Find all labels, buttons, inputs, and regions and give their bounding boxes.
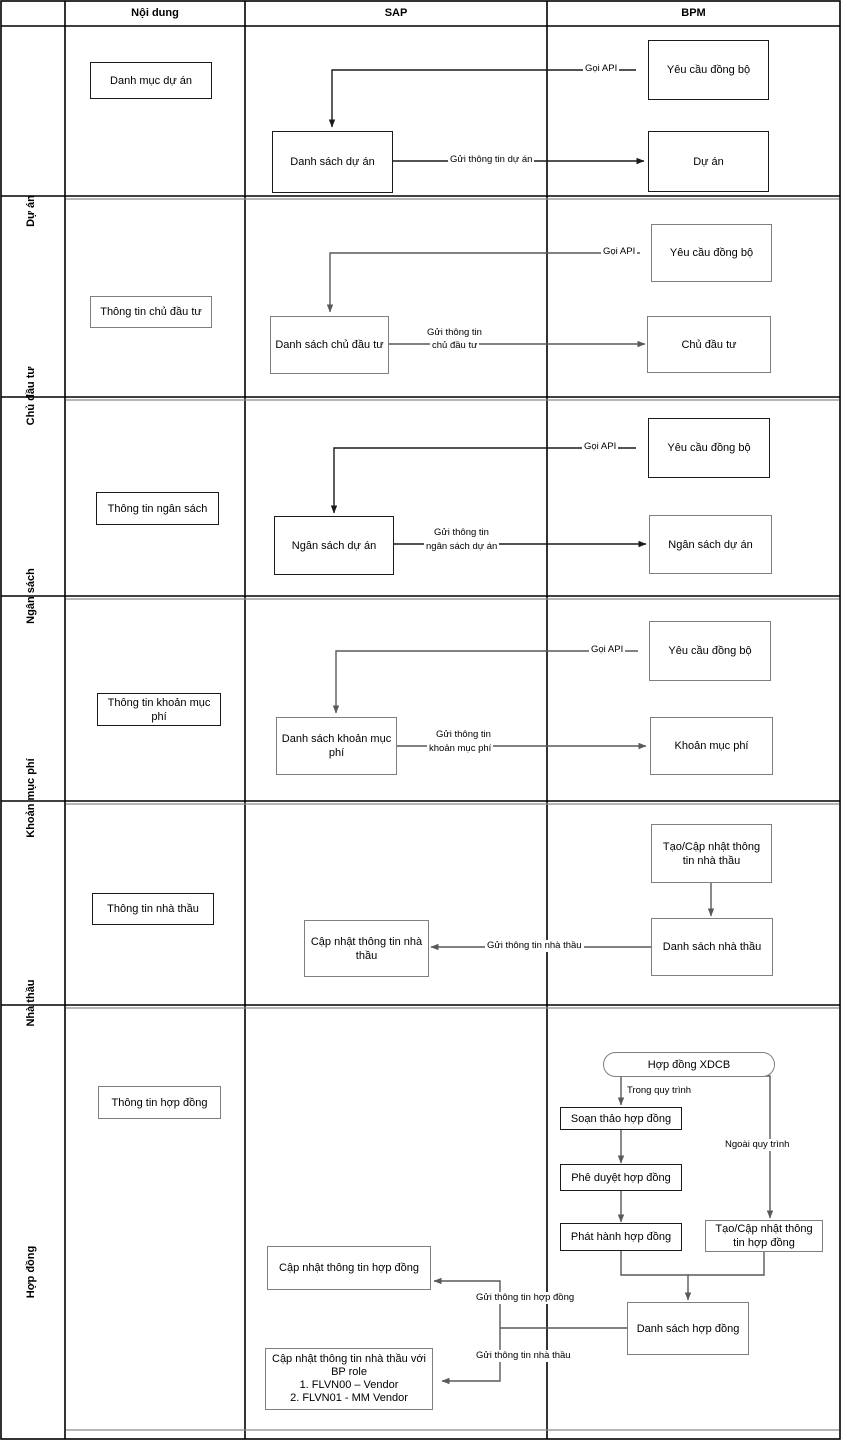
bp-role-text: Cập nhật thông tin nhà thầu với BP role … bbox=[272, 1353, 426, 1404]
node-danh-muc-du-an[interactable]: Danh mục dự án bbox=[90, 62, 212, 99]
row-label-ngan-sach: Ngân sách bbox=[25, 568, 37, 624]
node-thong-tin-nha-thau[interactable]: Thông tin nhà thầu bbox=[92, 893, 214, 925]
node-thong-tin-ngan-sach[interactable]: Thông tin ngân sách bbox=[96, 492, 219, 525]
edge-label-gui-thong-tin-nha-thau-row6: Gửi thông tin nhà thầu bbox=[474, 1350, 573, 1362]
node-soan-thao-hop-dong[interactable]: Soạn thảo hợp đồng bbox=[560, 1107, 682, 1130]
node-hop-dong-xdcb-start[interactable]: Hợp đồng XDCB bbox=[603, 1052, 775, 1077]
node-danh-sach-khoan-muc-phi[interactable]: Danh sách khoản mục phí bbox=[276, 717, 397, 775]
edge-label-goi-api-chu-dau-tu: Gọi API bbox=[601, 246, 638, 258]
node-phe-duyet-hop-dong[interactable]: Phê duyệt hợp đồng bbox=[560, 1164, 682, 1191]
grid-lines-secondary bbox=[66, 198, 839, 1431]
edge-label-gui-thong-tin-nha-thau-row5: Gửi thông tin nhà thầu bbox=[485, 940, 584, 952]
node-khoan-muc-phi[interactable]: Khoản mục phí bbox=[650, 717, 773, 775]
node-ngan-sach-du-an-sap[interactable]: Ngân sách dự án bbox=[274, 516, 394, 575]
node-thong-tin-chu-dau-tu[interactable]: Thông tin chủ đầu tư bbox=[90, 296, 212, 328]
node-yeu-cau-dong-bo-ngan-sach[interactable]: Yêu cầu đồng bộ bbox=[648, 418, 770, 478]
node-yeu-cau-dong-bo-khoan-muc-phi[interactable]: Yêu cầu đồng bộ bbox=[649, 621, 771, 681]
edge-label-gui-thong-tin-chu-dau-tu-1: Gửi thông tin bbox=[425, 327, 484, 339]
node-cap-nhat-thong-tin-hop-dong[interactable]: Cập nhật thông tin hợp đồng bbox=[267, 1246, 431, 1290]
edge-label-gui-thong-tin-ngan-sach-1: Gửi thông tin bbox=[432, 527, 491, 539]
edge-label-gui-thong-tin-hop-dong: Gửi thông tin hợp đồng bbox=[474, 1292, 577, 1304]
edge-label-goi-api-khoan-muc-phi: Gọi API bbox=[589, 644, 626, 656]
node-yeu-cau-dong-bo-du-an[interactable]: Yêu cầu đồng bộ bbox=[648, 40, 769, 100]
node-ngan-sach-du-an-bpm[interactable]: Ngân sách dự án bbox=[649, 515, 772, 574]
node-thong-tin-hop-dong[interactable]: Thông tin hợp đồng bbox=[98, 1086, 221, 1119]
node-thong-tin-khoan-muc-phi[interactable]: Thông tin khoản mục phí bbox=[97, 693, 221, 726]
edge-label-ngoai-quy-trinh: Ngoài quy trình bbox=[723, 1139, 792, 1151]
node-tao-cap-nhat-thong-tin-hop-dong[interactable]: Tạo/Cập nhật thông tin hợp đồng bbox=[705, 1220, 823, 1252]
column-header-sap: SAP bbox=[384, 7, 408, 19]
node-tao-cap-nhat-thong-tin-nha-thau[interactable]: Tạo/Cập nhật thông tin nhà thầu bbox=[651, 824, 772, 883]
node-cap-nhat-thong-tin-nha-thau[interactable]: Cập nhật thông tin nhà thầu bbox=[304, 920, 429, 977]
edge-label-trong-quy-trinh: Trong quy trình bbox=[625, 1085, 694, 1097]
row-label-chu-dau-tu: Chủ đầu tư bbox=[25, 366, 37, 426]
edge-label-gui-thong-tin-du-an: Gửi thông tin dự án bbox=[448, 154, 535, 166]
node-du-an[interactable]: Dự án bbox=[648, 131, 769, 192]
node-phat-hanh-hop-dong[interactable]: Phát hành hợp đồng bbox=[560, 1223, 682, 1251]
node-danh-sach-hop-dong[interactable]: Danh sách hợp đồng bbox=[627, 1302, 749, 1355]
column-header-bpm: BPM bbox=[681, 7, 706, 19]
edge-label-gui-thong-tin-khoan-muc-phi-1: Gửi thông tin bbox=[434, 729, 493, 741]
node-danh-sach-chu-dau-tu[interactable]: Danh sách chủ đầu tư bbox=[270, 316, 389, 374]
edge-label-gui-thong-tin-khoan-muc-phi-2: khoản mục phí bbox=[427, 743, 494, 755]
row-label-du-an: Dự án bbox=[25, 195, 37, 227]
edge-label-gui-thong-tin-ngan-sach-2: ngân sách dự án bbox=[424, 541, 500, 553]
row-label-khoan-muc-phi: Khoản mục phí bbox=[25, 758, 37, 838]
edge-label-gui-thong-tin-chu-dau-tu-2: chủ đầu tư bbox=[430, 340, 480, 352]
column-header-noi-dung: Nội dung bbox=[131, 7, 179, 19]
edge-label-goi-api-du-an: Gọi API bbox=[583, 63, 620, 75]
row-label-hop-dong: Hợp đồng bbox=[25, 1245, 37, 1299]
edge-label-goi-api-ngan-sach: Gọi API bbox=[582, 441, 619, 453]
row-label-nha-thau: Nhà thầu bbox=[25, 979, 37, 1027]
node-yeu-cau-dong-bo-chu-dau-tu[interactable]: Yêu cầu đồng bộ bbox=[651, 224, 772, 282]
node-chu-dau-tu[interactable]: Chủ đầu tư bbox=[647, 316, 771, 373]
node-cap-nhat-thong-tin-nha-thau-bp-role[interactable]: Cập nhật thông tin nhà thầu với BP role … bbox=[265, 1348, 433, 1410]
node-danh-sach-nha-thau[interactable]: Danh sách nhà thầu bbox=[651, 918, 773, 976]
node-danh-sach-du-an[interactable]: Danh sách dự án bbox=[272, 131, 393, 193]
